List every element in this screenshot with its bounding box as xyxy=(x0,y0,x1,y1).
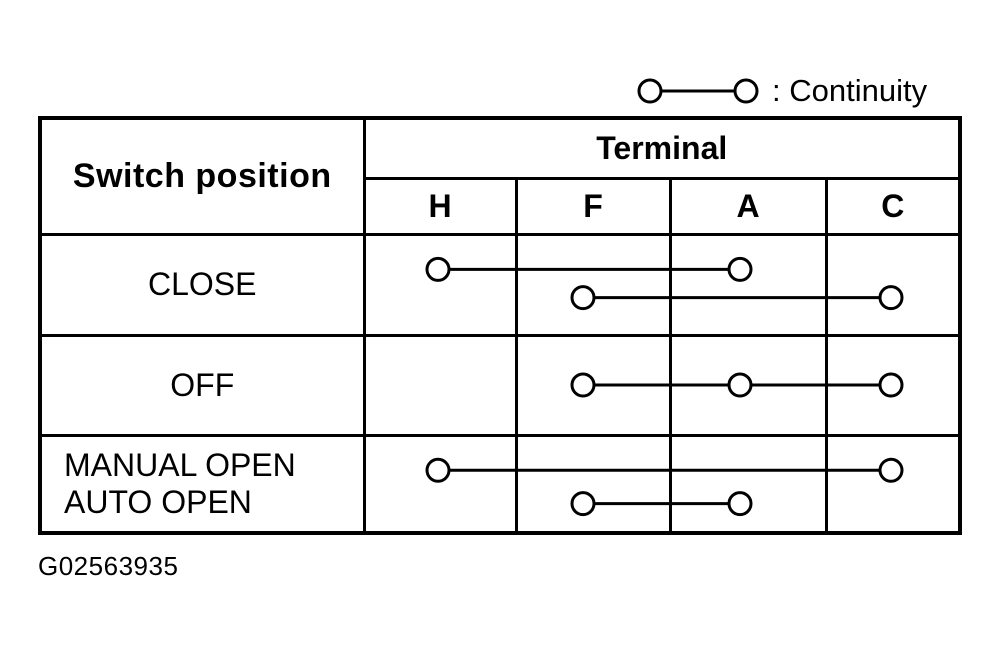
table-row: CLOSE xyxy=(38,232,962,337)
terminal-cell xyxy=(668,232,828,337)
terminal-cell xyxy=(514,232,672,337)
switch-position-cell: CLOSE xyxy=(38,232,366,337)
terminal-col-header: C xyxy=(824,176,962,236)
terminal-cell xyxy=(362,433,518,535)
terminal-col-header: H xyxy=(362,176,518,236)
continuity-symbol-icon xyxy=(637,78,759,104)
terminal-col-header: F xyxy=(514,176,672,236)
row-label-line: MANUAL OPEN xyxy=(64,446,296,483)
terminal-cell xyxy=(824,232,962,337)
terminal-cell xyxy=(362,333,518,437)
terminal-group-header: Terminal xyxy=(362,116,962,180)
switch-position-header: Switch position xyxy=(38,116,366,236)
row-label-line: OFF xyxy=(170,366,235,403)
figure-code: G02563935 xyxy=(38,551,179,581)
switch-position-cell: OFF xyxy=(38,333,366,437)
legend-label: : Continuity xyxy=(772,73,928,108)
row-label-line: CLOSE xyxy=(148,266,257,302)
row-label-line: AUTO OPEN xyxy=(64,483,252,520)
terminal-cell xyxy=(362,232,518,337)
terminal-cell xyxy=(514,433,672,535)
continuity-legend: : Continuity xyxy=(636,71,927,111)
terminal-col-header: A xyxy=(668,176,828,236)
terminal-cell xyxy=(824,433,962,535)
table-row: OFF xyxy=(38,333,962,437)
terminal-cell xyxy=(668,333,828,437)
terminal-cell xyxy=(514,333,672,437)
terminal-cell xyxy=(668,433,828,535)
terminal-cell xyxy=(824,333,962,437)
